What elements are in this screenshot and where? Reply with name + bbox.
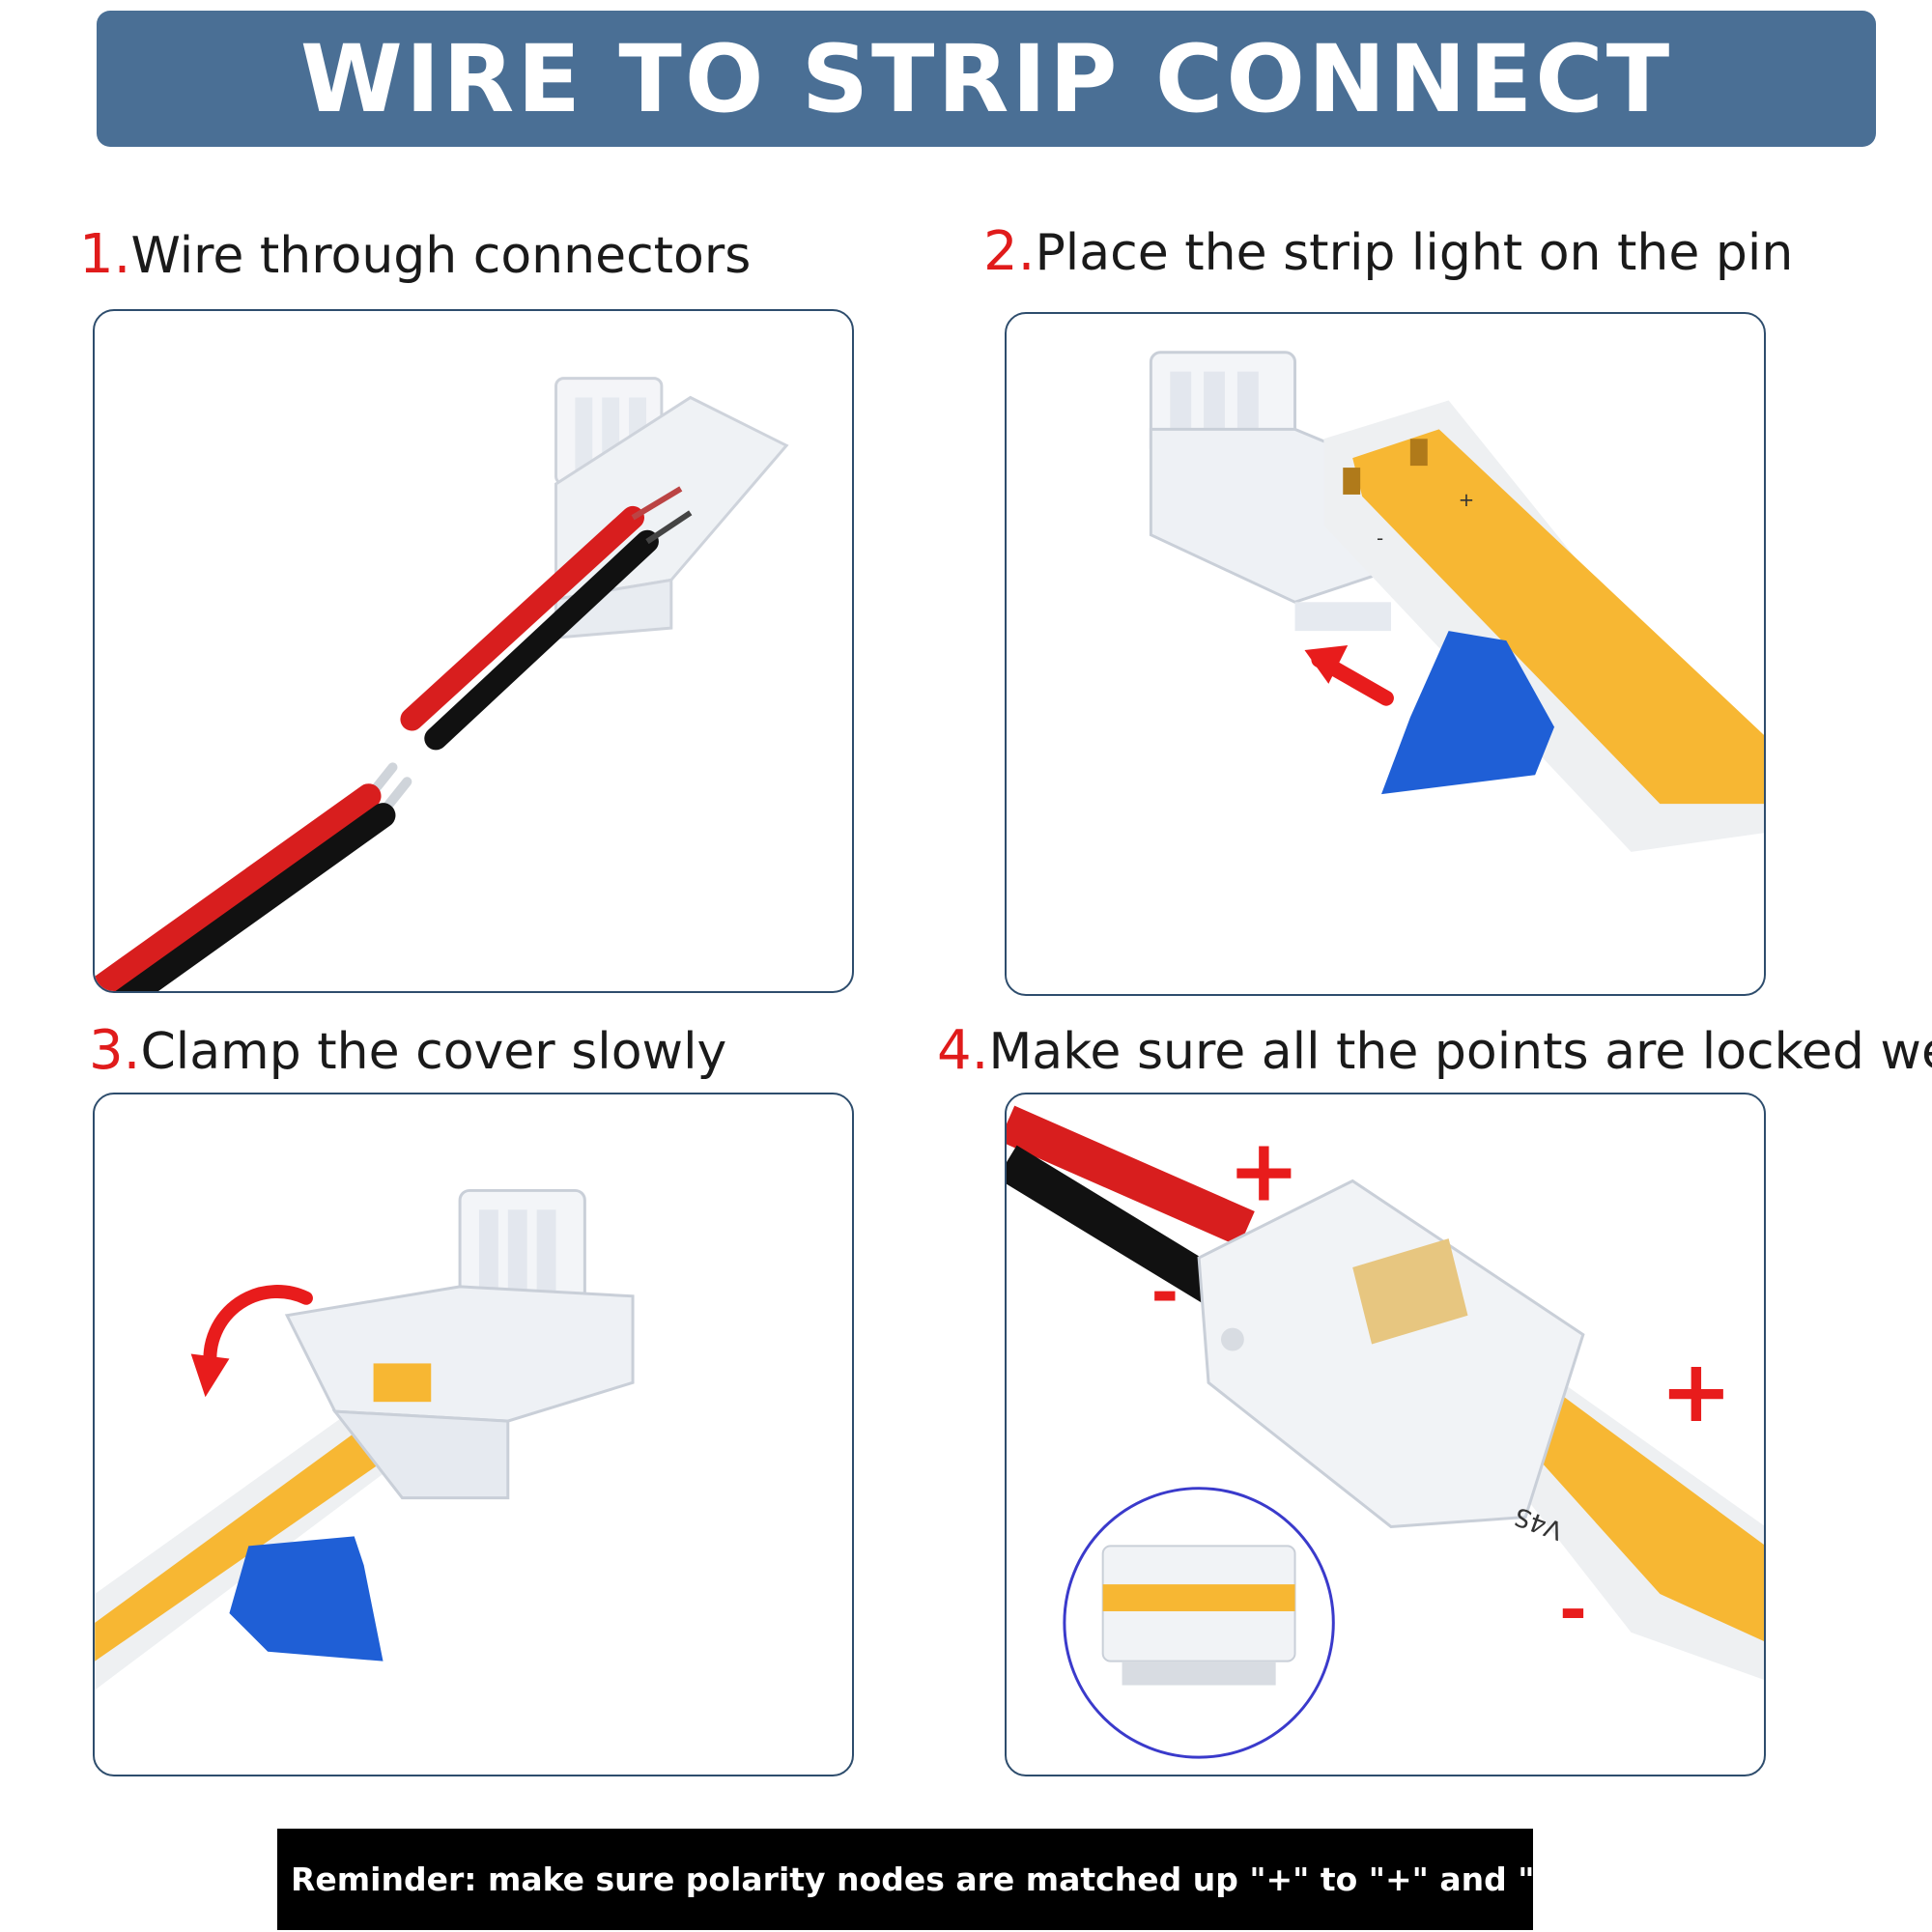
strip-on-pin-illustration: + - xyxy=(1149,351,1764,852)
plus-mark-strip: + xyxy=(1660,1342,1732,1442)
step-3-title: 3.Clamp the cover slowly xyxy=(89,1024,726,1078)
connector-icon xyxy=(284,1188,635,1500)
step-1-title: 1.Wire through connectors xyxy=(79,228,751,282)
plus-mark-wire: + xyxy=(1228,1121,1300,1221)
zoom-inset xyxy=(1063,1487,1335,1759)
cob-strip-icon xyxy=(1323,400,1764,852)
step-1-image xyxy=(93,309,854,993)
minus-mark-wire: - xyxy=(1151,1254,1179,1332)
reminder-bar: Reminder: make sure polarity nodes are m… xyxy=(277,1829,1670,1930)
rotate-arrow-icon xyxy=(190,1285,313,1398)
step-4-image: V4S + - + - xyxy=(1005,1093,1766,1776)
release-tape-icon xyxy=(229,1536,384,1662)
step-2-label: Place the strip light on the pin xyxy=(1035,224,1794,282)
connector-icon xyxy=(1149,351,1412,632)
header-banner: WIRE TO STRIP CONNECT xyxy=(97,11,1876,147)
step-2-number: 2. xyxy=(983,220,1036,283)
page-title: WIRE TO STRIP CONNECT xyxy=(299,24,1673,133)
step-4-label: Make sure all the points are locked well xyxy=(988,1023,1932,1081)
wire-icon xyxy=(400,486,693,751)
wire-icon xyxy=(1007,1105,1255,1313)
push-arrow-icon xyxy=(1304,645,1394,706)
connector-icon xyxy=(1197,1179,1585,1528)
step-1-number: 1. xyxy=(79,223,131,286)
minus-mark-strip: - xyxy=(1559,1571,1587,1649)
step-3-label: Clamp the cover slowly xyxy=(140,1023,727,1081)
step-1-label: Wire through connectors xyxy=(130,227,752,285)
stripped-wire-icon xyxy=(95,762,412,991)
plus-mark: + xyxy=(1459,489,1475,511)
step-4-number: 4. xyxy=(937,1019,989,1082)
reminder-text: Reminder: make sure polarity nodes are m… xyxy=(291,1861,1670,1898)
step-3-image xyxy=(93,1093,854,1776)
minus-mark: - xyxy=(1377,527,1383,550)
step-4-title: 4.Make sure all the points are locked we… xyxy=(937,1024,1932,1078)
clamp-cover-illustration xyxy=(95,1188,635,1690)
step-2-title: 2.Place the strip light on the pin xyxy=(983,225,1793,279)
release-tape-icon xyxy=(1381,631,1555,795)
locked-connector-illustration: V4S + - + - xyxy=(1007,1105,1764,1759)
step-3-number: 3. xyxy=(89,1019,141,1082)
wire-connector-illustration xyxy=(95,377,789,991)
step-2-image: + - xyxy=(1005,312,1766,996)
